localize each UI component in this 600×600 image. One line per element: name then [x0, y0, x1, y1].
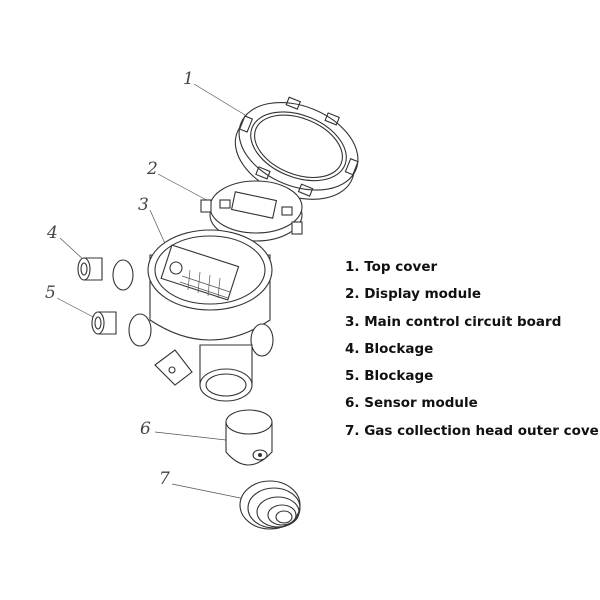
sensor-module-part — [225, 409, 273, 466]
legend-item-sensor-module: 6. Sensor module — [345, 395, 478, 412]
callout-1: 1 — [183, 69, 194, 89]
display-module-part — [200, 180, 303, 242]
callout-7: 7 — [159, 469, 170, 489]
callout-6: 6 — [140, 419, 151, 439]
legend-item-top-cover: 1. Top cover — [345, 259, 438, 275]
leader-6 — [154, 431, 227, 441]
legend-item-blockage-5: 5. Blockage — [345, 368, 434, 385]
legend-item-blockage-4: 4. Blockage — [345, 340, 434, 357]
top-cover-part — [234, 96, 359, 200]
legend-item-gas-collection-cover: 7. Gas collection head outer cover — [345, 422, 600, 439]
callout-4: 4 — [46, 223, 58, 243]
leader-2 — [157, 173, 215, 205]
callout-5: 5 — [45, 283, 56, 303]
leader-lines — [56, 83, 251, 501]
legend-item-display-module: 2. Display module — [345, 286, 481, 303]
legend-item-main-control-board: 3. Main control circuit board — [345, 313, 562, 330]
housing-with-circuit-board-part — [112, 229, 274, 402]
blockage-5-part — [91, 311, 117, 335]
leader-7 — [171, 483, 251, 501]
leader-4 — [59, 237, 87, 263]
gas-collection-cover-part — [239, 480, 301, 530]
parts-legend: 1. Top cover 2. Display module 3. Main c… — [345, 257, 600, 448]
callout-3: 3 — [138, 195, 149, 215]
blockage-4-part — [77, 257, 103, 281]
callout-2: 2 — [146, 159, 158, 179]
leader-1 — [193, 83, 251, 119]
leader-5 — [56, 297, 96, 319]
